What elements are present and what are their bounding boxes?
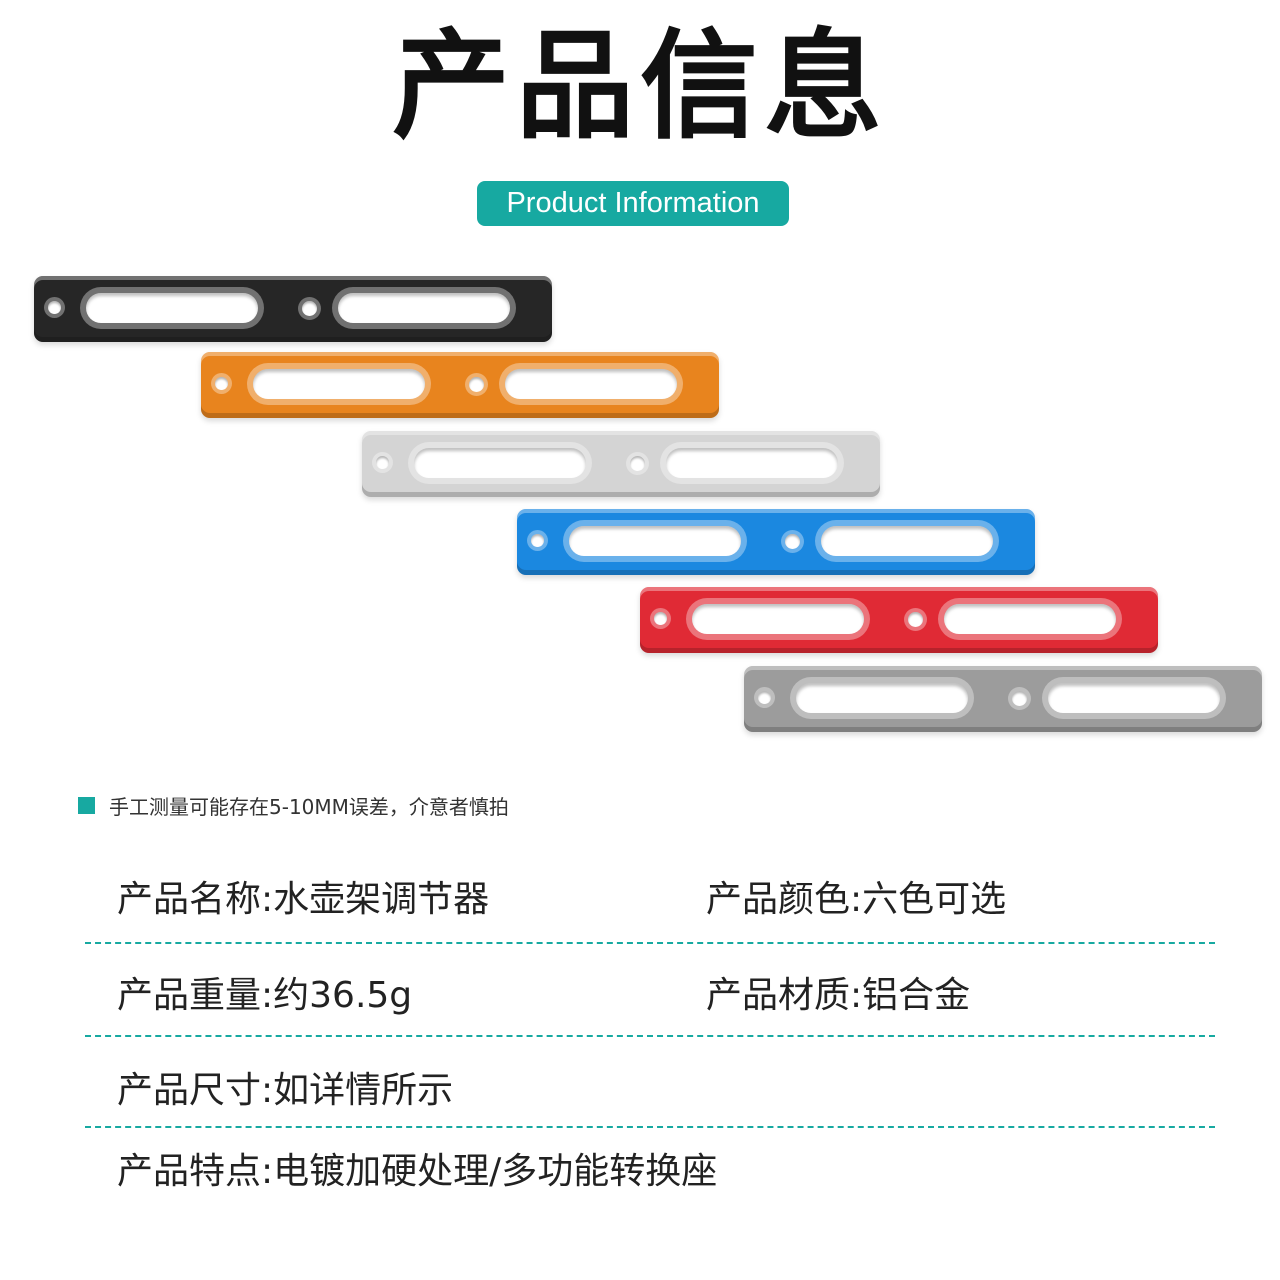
spec-product-color: 产品颜色:六色可选	[706, 879, 1007, 920]
mount-hole	[48, 301, 61, 314]
spec-product-features: 产品特点:电镀加硬处理/多功能转换座	[117, 1151, 718, 1192]
slot	[86, 293, 258, 323]
slot	[692, 604, 864, 634]
mount-hole	[531, 534, 544, 547]
mount-hole	[215, 377, 228, 390]
product-bar-red	[640, 587, 1158, 653]
slot	[414, 448, 586, 478]
dashed-divider	[85, 1035, 1215, 1037]
spec-product-weight: 产品重量:约36.5g	[117, 975, 413, 1016]
subtitle-badge: Product Information	[477, 181, 789, 226]
mount-hole	[302, 301, 317, 316]
dashed-divider	[85, 1126, 1215, 1128]
page-title: 产品信息	[391, 17, 888, 155]
note-text: 手工测量可能存在5-10MM误差，介意者慎拍	[109, 795, 509, 819]
slot	[821, 526, 993, 556]
mount-hole	[1012, 691, 1027, 706]
product-bar-black	[34, 276, 552, 342]
product-bar-gray	[744, 666, 1262, 732]
slot	[505, 369, 677, 399]
mount-hole	[469, 377, 484, 392]
measurement-note: 手工测量可能存在5-10MM误差，介意者慎拍	[78, 791, 509, 820]
product-bar-orange	[201, 352, 719, 418]
slot	[666, 448, 838, 478]
spec-product-name: 产品名称:水壶架调节器	[117, 879, 490, 920]
mount-hole	[758, 691, 771, 704]
slot	[796, 683, 968, 713]
product-bar-blue	[517, 509, 1035, 575]
spec-product-size: 产品尺寸:如详情所示	[117, 1070, 454, 1111]
slot	[253, 369, 425, 399]
mount-hole	[376, 456, 389, 469]
product-image-group	[34, 276, 1262, 732]
mount-hole	[908, 612, 923, 627]
mount-hole	[630, 456, 645, 471]
dashed-divider	[85, 942, 1215, 944]
slot	[1048, 683, 1220, 713]
product-bar-silver	[362, 431, 880, 497]
slot	[569, 526, 741, 556]
slot	[944, 604, 1116, 634]
slot	[338, 293, 510, 323]
bullet-square-icon	[78, 797, 95, 814]
mount-hole	[785, 534, 800, 549]
spec-product-material: 产品材质:铝合金	[706, 975, 971, 1016]
mount-hole	[654, 612, 667, 625]
